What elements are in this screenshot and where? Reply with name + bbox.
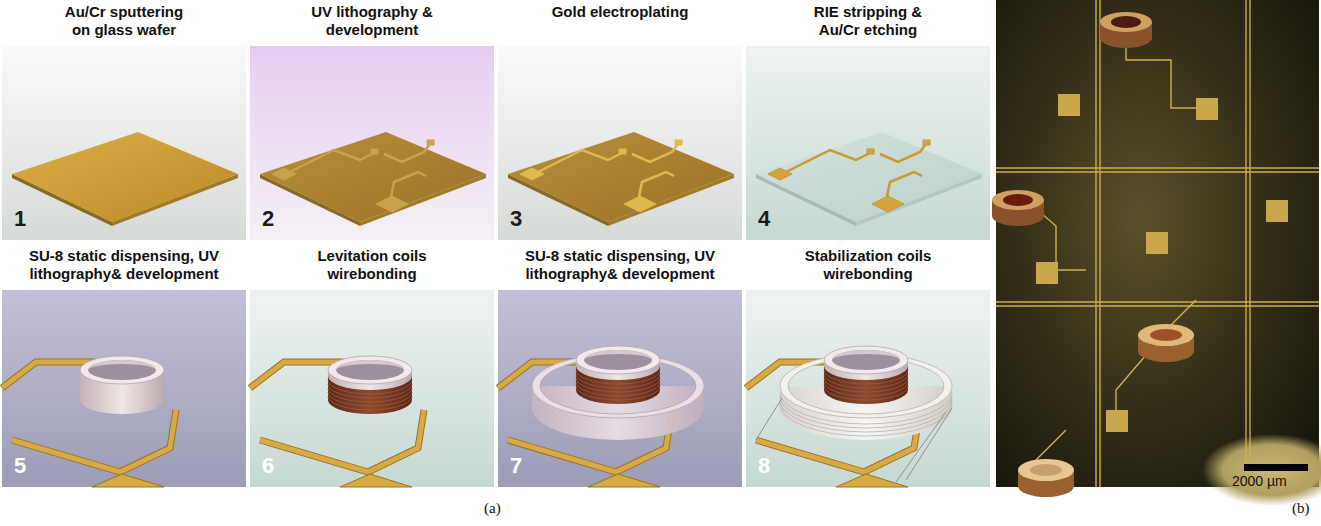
process-step-panel: SU-8 static dispensing, UV lithography& … [498, 244, 742, 487]
scale-bar-label: 2000 µm [1232, 473, 1287, 489]
step-title: UV lithography & development [310, 3, 435, 39]
step-title: Gold electroplating [500, 3, 740, 21]
process-step-panel: RIE stripping & Au/Cr etching 4 [746, 0, 990, 240]
process-step-panel: UV lithography & development 2 [250, 0, 494, 240]
step-title: SU-8 static dispensing, UV lithography& … [498, 247, 742, 283]
process-step-panel: Au/Cr sputtering on glass wafer 1 [2, 0, 246, 240]
process-step-panel: SU-8 static dispensing, UV lithography& … [2, 244, 246, 487]
step-number: 3 [510, 206, 540, 232]
step-number: 7 [510, 453, 540, 479]
subfigure-label: (a) [484, 500, 501, 517]
step-number: 4 [758, 206, 788, 232]
step-title: SU-8 static dispensing, UV lithography& … [2, 247, 246, 283]
step-title: Stabilization coils wirebonding [788, 247, 948, 283]
step-number: 6 [262, 453, 292, 479]
step-title: RIE stripping & Au/Cr etching [804, 3, 932, 39]
step-number: 2 [262, 206, 292, 232]
subfigure-label: (b) [1292, 500, 1310, 517]
step-number: 8 [758, 453, 788, 479]
process-step-panel: Levitation coils wirebonding 6 [250, 244, 494, 487]
process-step-panel: Gold electroplating 3 [498, 0, 742, 240]
process-step-panel: Stabilization coils wirebonding 8 [746, 244, 990, 487]
step-number: 1 [14, 206, 44, 232]
step-number: 5 [14, 453, 44, 479]
step-title: Levitation coils wirebonding [307, 247, 437, 283]
step-title: Au/Cr sputtering on glass wafer [54, 3, 194, 39]
